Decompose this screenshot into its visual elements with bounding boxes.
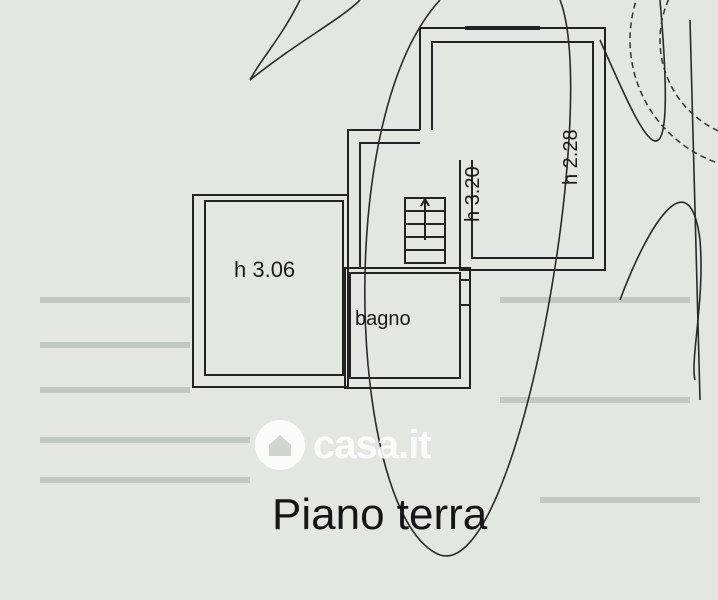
floor-title: Piano terra <box>272 490 488 539</box>
house-icon <box>255 420 305 470</box>
watermark-text: casa.it <box>313 422 432 467</box>
bathroom-label: bagno <box>355 308 411 330</box>
watermark: casa.it <box>255 420 432 470</box>
room-right-walls <box>419 26 606 271</box>
room-left-walls <box>192 194 349 388</box>
faded-background-form <box>40 297 700 503</box>
stair-hall-height-label: h 3.20 <box>462 166 484 222</box>
room-left-height-label: h 3.06 <box>234 257 296 282</box>
bathroom-walls <box>344 267 471 389</box>
room-right-height-label: h 2.28 <box>560 129 582 185</box>
stair-hall-walls <box>347 129 446 268</box>
pen-scribbles <box>249 0 702 557</box>
notary-seal <box>629 0 718 164</box>
